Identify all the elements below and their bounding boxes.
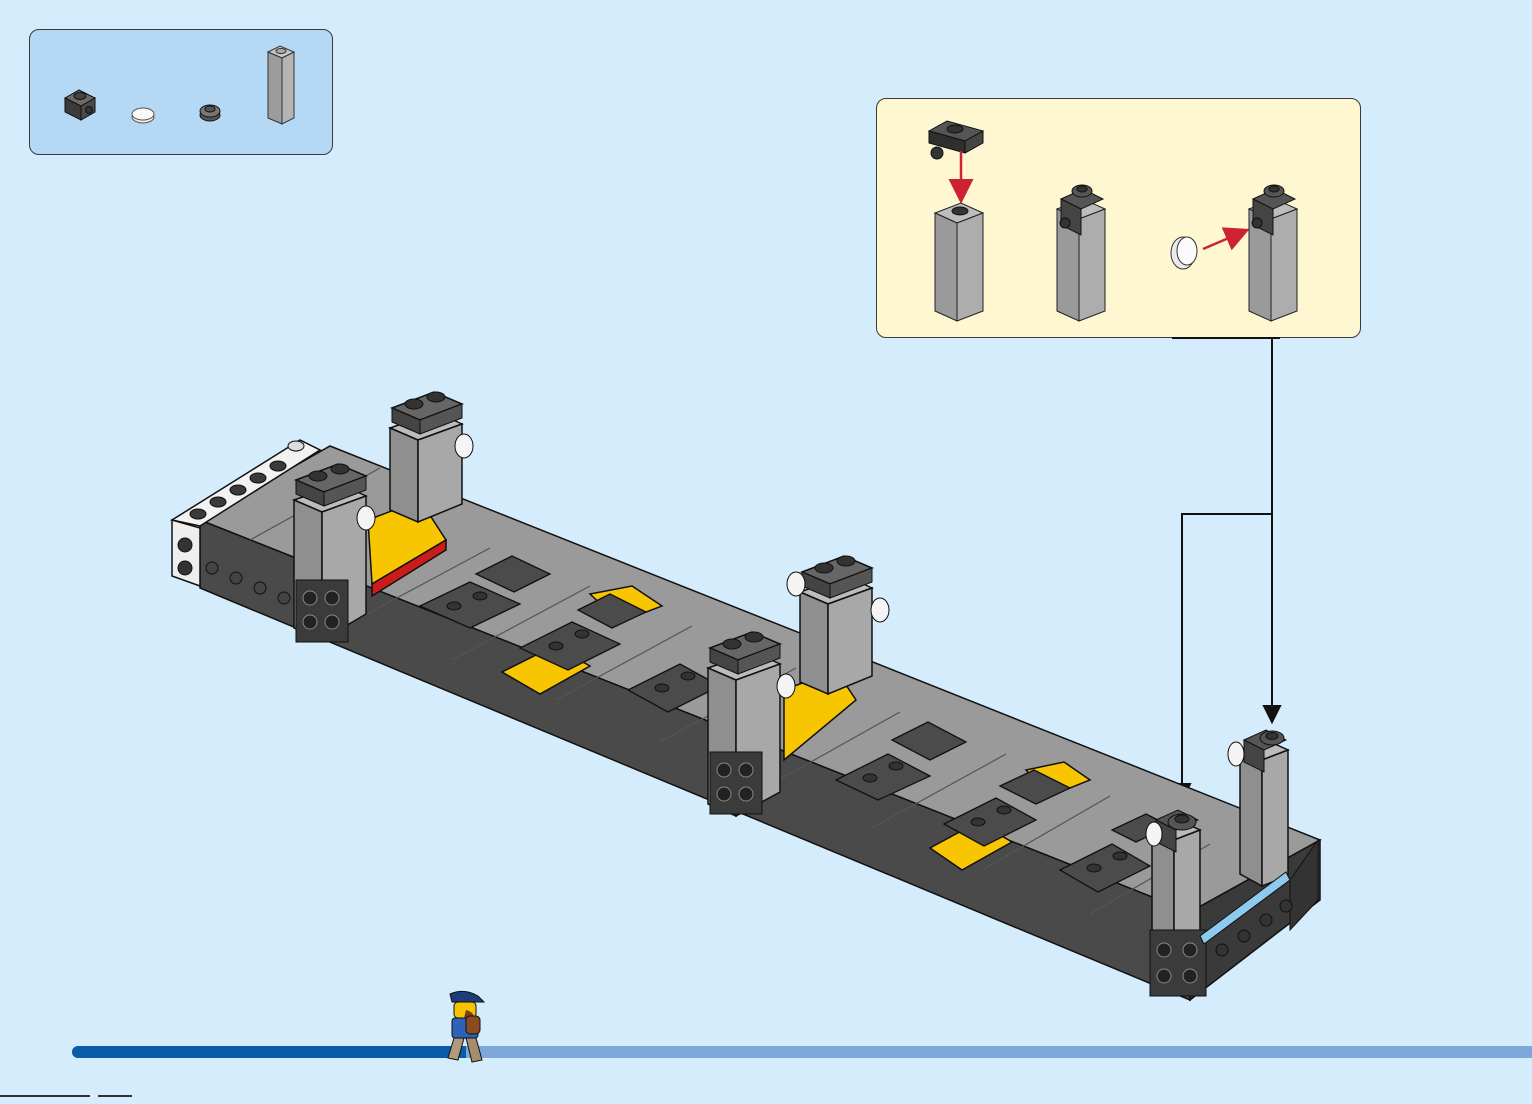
pillar-1: [390, 392, 473, 522]
minifigure-progress-marker-icon: [438, 990, 492, 1070]
progress-track: [72, 1046, 1532, 1058]
page-footer-marks: [0, 1086, 140, 1090]
pillar-new-front: [1146, 810, 1206, 996]
progress-fill: [72, 1046, 466, 1058]
main-model-svg: [0, 0, 1532, 1040]
pillar-2: [294, 464, 375, 642]
